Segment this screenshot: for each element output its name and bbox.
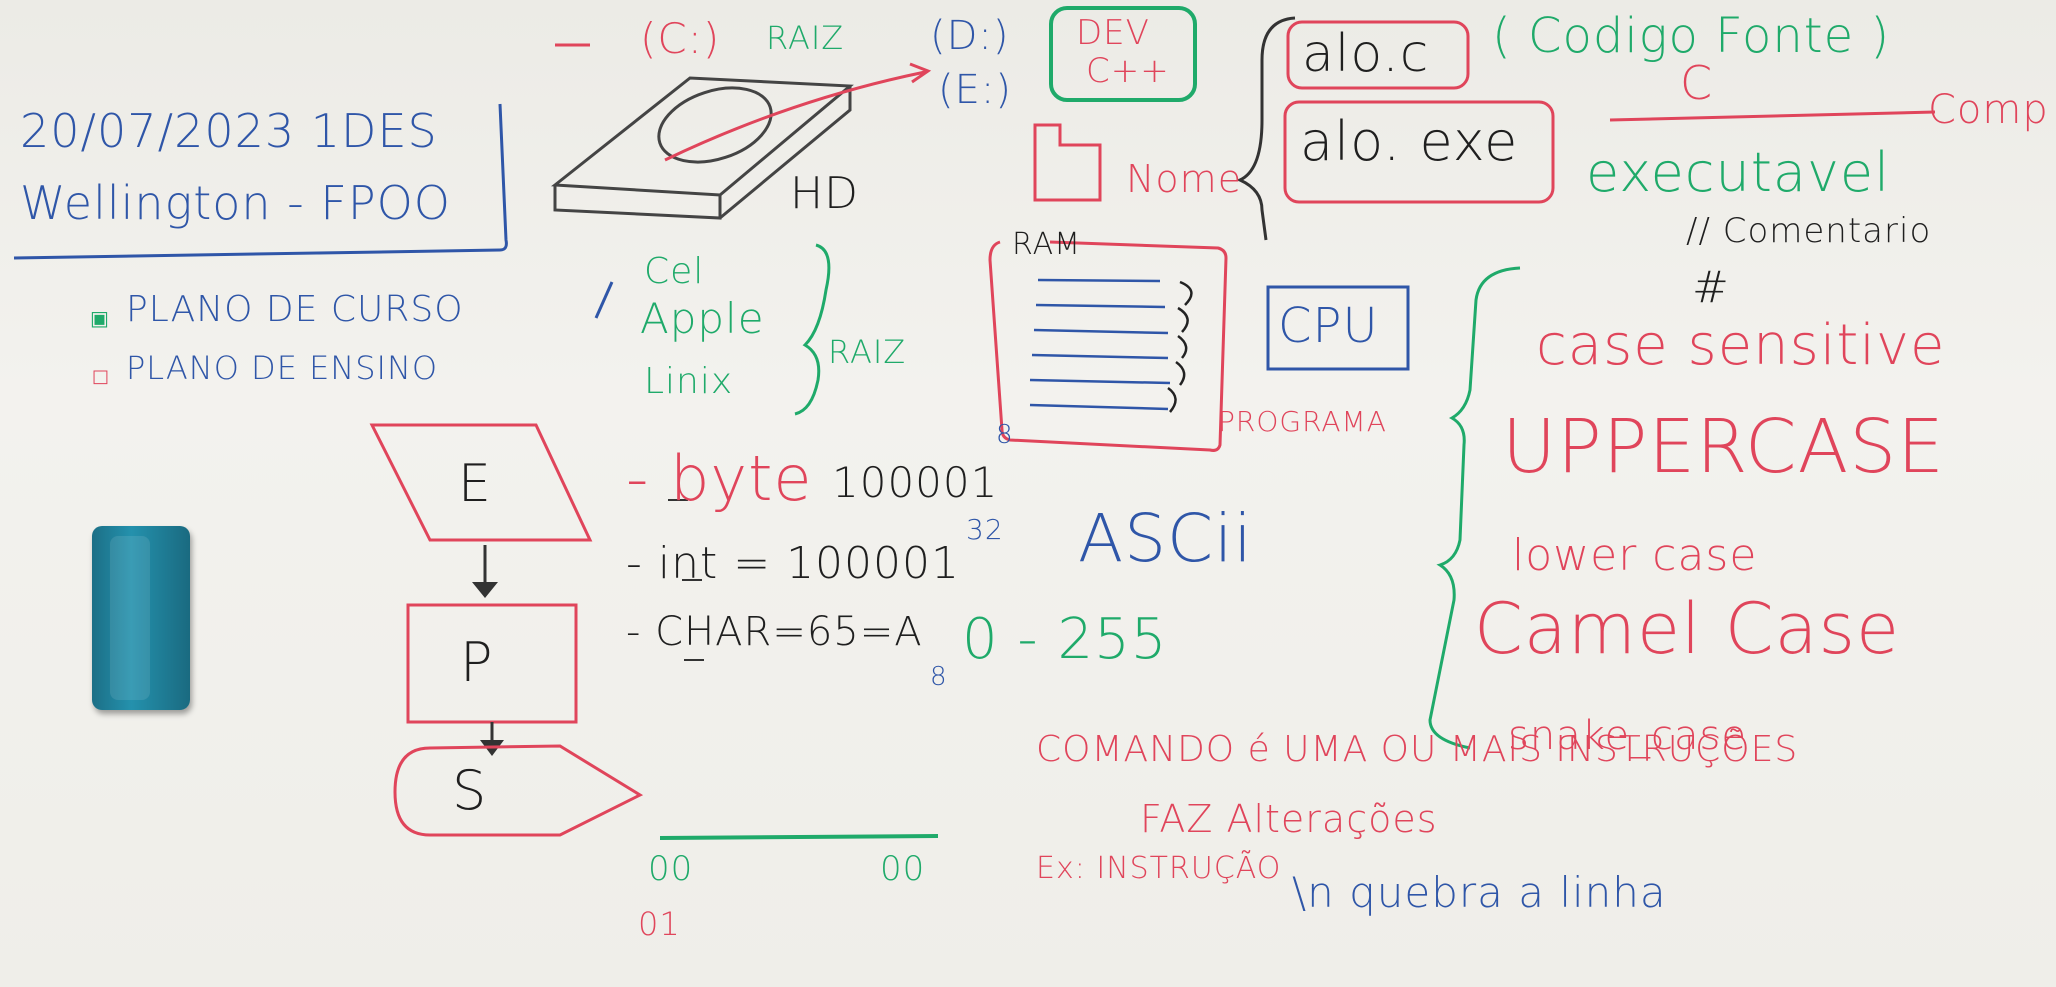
checkbox-green-icon: ▣ [90,306,109,330]
exe-note: executavel [1586,141,1891,204]
byte-value: 100001 [832,458,999,507]
command-line-1: COMANDO é UMA OU MAIS INSTRUÇÕES [1036,729,1799,770]
e-drive-label: (E:) [938,67,1012,113]
exe-file: alo. exe [1300,110,1519,173]
hd-label: HD [790,168,859,219]
ram-label: RAM [1012,227,1082,262]
case-upper: UPPERCASE [1502,404,1945,490]
binary-right: 00 [880,849,926,889]
d-drive-label: (D:) [930,13,1010,59]
newline-note: \n quebra a linha [1292,868,1667,917]
programa-label: PROGRAMA [1218,405,1387,438]
char-sub: 8 [930,662,948,692]
command-line-3: Ex: INSTRUÇÃO [1036,851,1282,886]
flow-saida: S [452,759,488,822]
root-linux: Linix [644,361,734,402]
dev-label-1: DEV [1076,13,1150,53]
hash-label: # [1692,262,1730,313]
ascii-label: ASCii [1078,500,1253,577]
nome-label: Nome [1126,157,1243,201]
case-lower: lower case [1512,530,1758,581]
source-file: alo.c [1302,24,1430,84]
char-label: - CHAR=65=A [626,609,923,655]
case-snake: snake_case [1508,713,1748,759]
int-label: - int = 100001 [626,538,961,589]
whiteboard-eraser [92,526,190,710]
teacher-text: Wellington - FPOO [20,176,451,230]
comment-label: // Comentario [1686,211,1932,251]
flow-processo: P [460,631,494,694]
checklist-item-curso: PLANO DE CURSO [126,289,464,330]
byte-exp: 8 [996,420,1014,450]
binary-bottom: 01 [638,905,681,943]
raiz-label: RAIZ [766,19,845,57]
command-line-2: FAZ Alterações [1140,797,1438,841]
root-apple: Apple [640,294,765,343]
dev-label-2: C++ [1086,51,1170,91]
case-camel: Camel Case [1474,588,1901,670]
binary-left: 00 [648,849,694,889]
roots-raiz: RAIZ [828,333,907,371]
hd-drawing [550,76,854,220]
cpu-label: CPU [1278,298,1379,354]
c-drive-label: (C:) [640,14,721,63]
flow-entrada: E [458,454,492,514]
int-exp: 32 [966,513,1004,546]
range-label: 0 - 255 [962,607,1168,672]
checkbox-red-icon: □ [92,366,110,387]
comp-label: Comp [1928,87,2049,133]
source-c: C [1680,56,1714,110]
date-class-text: 20/07/2023 1DES [20,104,438,158]
byte-label: - byte [626,442,813,515]
root-cel: Cel [644,251,705,292]
source-note: ( Codigo Fonte ) [1492,8,1891,64]
checklist-item-ensino: PLANO DE ENSINO [126,349,439,387]
case-sensitive: case sensitive [1536,313,1946,378]
